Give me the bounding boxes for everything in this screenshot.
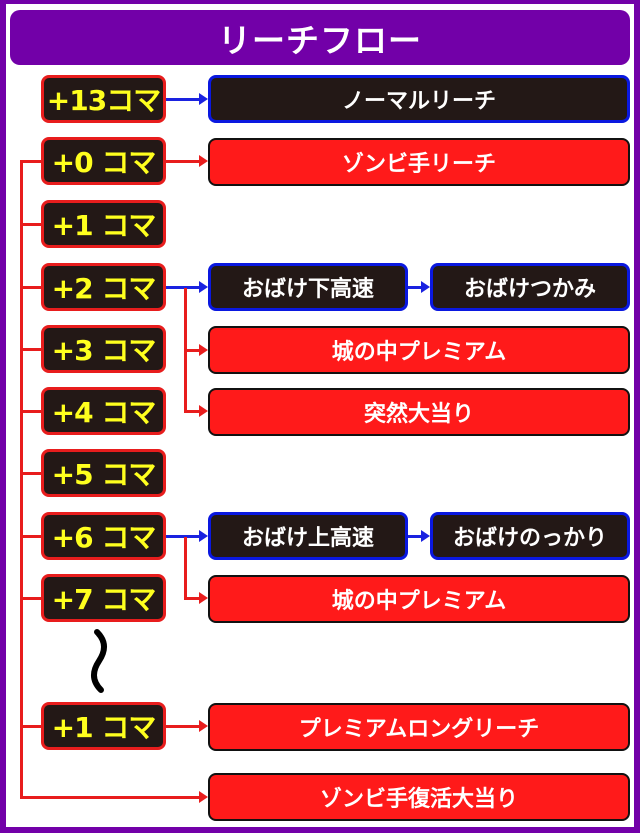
connector	[166, 98, 200, 101]
koma-plus7: +7 コマ	[41, 574, 166, 622]
connector	[166, 725, 200, 728]
koma-plus6: +6 コマ	[41, 512, 166, 560]
koma-plus1-long: +1 コマ	[41, 702, 166, 750]
connector	[184, 349, 200, 352]
connector	[20, 160, 42, 163]
ellipsis-tilde-icon	[91, 629, 107, 693]
arrow-icon	[199, 281, 208, 293]
result-premium-long-reach: プレミアムロングリーチ	[208, 703, 630, 751]
koma-plus3: +3 コマ	[41, 325, 166, 373]
result-castle-premium: 城の中プレミアム	[208, 326, 630, 374]
arrow-icon	[199, 405, 208, 417]
connector	[20, 535, 42, 538]
branch-line	[184, 537, 187, 599]
result-normal-reach: ノーマルリーチ	[208, 75, 630, 123]
trunk-line	[20, 160, 23, 798]
koma-plus0: +0 コマ	[41, 137, 166, 185]
arrow-icon	[199, 720, 208, 732]
arrow-icon	[421, 530, 430, 542]
connector	[408, 535, 422, 538]
result-sudden-jackpot: 突然大当り	[208, 388, 630, 436]
result-obake-ride: おばけのっかり	[430, 512, 630, 560]
connector	[166, 286, 200, 289]
arrow-icon	[199, 344, 208, 356]
connector	[184, 597, 200, 600]
koma-plus5: +5 コマ	[41, 449, 166, 497]
result-zombie-revival-jackpot: ゾンビ手復活大当り	[208, 773, 630, 821]
connector	[20, 597, 42, 600]
koma-plus1: +1 コマ	[41, 200, 166, 248]
connector	[20, 796, 200, 799]
arrow-icon	[421, 281, 430, 293]
koma-plus2: +2 コマ	[41, 263, 166, 311]
connector	[166, 535, 200, 538]
arrow-icon	[199, 93, 208, 105]
connector	[184, 410, 200, 413]
arrow-icon	[199, 155, 208, 167]
koma-plus4: +4 コマ	[41, 387, 166, 435]
koma-plus13: +13コマ	[41, 75, 166, 123]
connector	[20, 410, 42, 413]
arrow-icon	[199, 791, 208, 803]
connector	[20, 223, 42, 226]
result-castle-premium: 城の中プレミアム	[208, 575, 630, 623]
connector	[20, 348, 42, 351]
result-zombie-hand-reach: ゾンビ手リーチ	[208, 138, 630, 186]
result-obake-down-fast: おばけ下高速	[208, 263, 408, 311]
result-obake-up-fast: おばけ上高速	[208, 512, 408, 560]
connector	[166, 160, 200, 163]
connector	[20, 472, 42, 475]
connector	[20, 286, 42, 289]
page-title: リーチフロー	[10, 10, 630, 65]
connector	[408, 286, 422, 289]
result-obake-grab: おばけつかみ	[430, 263, 630, 311]
arrow-icon	[199, 530, 208, 542]
arrow-icon	[199, 592, 208, 604]
connector	[20, 725, 42, 728]
